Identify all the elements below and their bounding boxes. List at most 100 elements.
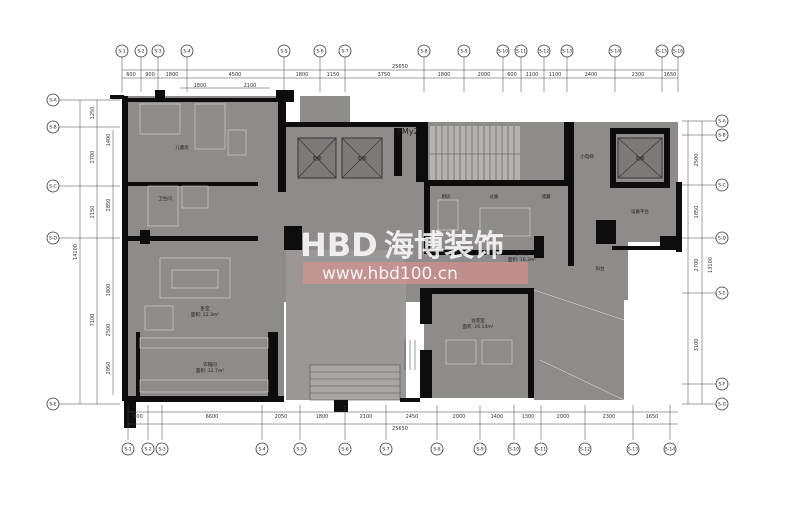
watermark-brand-latin: HBD xyxy=(300,226,378,264)
dim-label: 7100 xyxy=(90,314,96,327)
svg-text:S-B: S-B xyxy=(718,133,725,139)
dim-label: 1800 xyxy=(296,72,309,78)
axis-bubble: S-E xyxy=(715,286,729,300)
svg-text:S-13: S-13 xyxy=(628,447,638,453)
svg-text:S-7: S-7 xyxy=(382,447,389,453)
svg-text:S-F: S-F xyxy=(718,382,725,388)
svg-text:S-11: S-11 xyxy=(536,447,546,453)
room-label: 卧室 xyxy=(201,305,210,312)
svg-text:S-10: S-10 xyxy=(498,49,508,55)
svg-text:S-B: S-B xyxy=(49,125,56,131)
room-label: 面积: 16.3m² xyxy=(508,256,536,263)
svg-text:S-11: S-11 xyxy=(516,49,526,55)
axis-bubble: S-B xyxy=(46,120,60,134)
room-label: 卫生间 xyxy=(158,195,172,202)
dim-label: 2400 xyxy=(585,72,598,78)
elevator-shaft: 电梯 xyxy=(297,137,337,179)
bottom-axis-row: S-1 S-2 S-3 S-4 S-5 S-6 S-7 S-8 S-9 S-10… xyxy=(121,442,677,456)
dim-label: 2300 xyxy=(603,414,616,420)
left-dim-segments: 1250 2700 2150 7100 1400 2850 1800 2500 … xyxy=(90,107,112,375)
bottom-total-dim: 25650 xyxy=(392,426,408,432)
room-label: 衣帽间 xyxy=(203,361,217,368)
axis-bubble: S-7 xyxy=(338,44,352,58)
axis-bubble: S-2 xyxy=(134,44,148,58)
dim-label: 900 xyxy=(133,414,143,420)
room-label: 面积: 26.14m² xyxy=(462,323,493,330)
axis-bubble: S-1 xyxy=(115,44,129,58)
dim-label: 1800 xyxy=(316,414,329,420)
svg-text:S-D: S-D xyxy=(49,236,57,242)
svg-text:S-12: S-12 xyxy=(580,447,590,453)
svg-text:S-2: S-2 xyxy=(137,49,144,55)
svg-text:S-2: S-2 xyxy=(144,447,151,453)
dim-label: 2450 xyxy=(406,414,419,420)
dim-label: 900 xyxy=(145,72,155,78)
axis-bubble: S-13 xyxy=(626,442,640,456)
axis-bubble: S-B xyxy=(715,128,729,142)
axis-bubble: S-4 xyxy=(255,442,269,456)
watermark-url: www.hbd100.cn xyxy=(322,264,458,284)
svg-text:S-16: S-16 xyxy=(673,49,683,55)
dim-label: 600 xyxy=(126,72,136,78)
axis-bubble: S-C xyxy=(715,178,729,192)
axis-bubble: S-3 xyxy=(151,44,165,58)
left-total-dim: 14100 xyxy=(73,244,79,260)
right-dim-segments: 2500 1850 2700 3100 xyxy=(694,154,700,352)
dim-label: 1100 xyxy=(526,72,539,78)
svg-text:S-13: S-13 xyxy=(562,49,572,55)
svg-text:S-15: S-15 xyxy=(657,49,667,55)
axis-bubble: S-8 xyxy=(430,442,444,456)
svg-text:S-8: S-8 xyxy=(433,447,440,453)
dim-label: 1250 xyxy=(90,107,96,120)
axis-bubble: S-1 xyxy=(121,442,135,456)
axis-bubble: S-13 xyxy=(560,44,574,58)
dim-label: 1100 xyxy=(549,72,562,78)
axis-bubble: S-D xyxy=(46,231,60,245)
dim-label: 2300 xyxy=(632,72,645,78)
svg-text:S-A: S-A xyxy=(49,98,57,104)
axis-bubble: S-C xyxy=(46,179,60,193)
room-labels: 儿童房 卫生间 卧室 面积: 22.3m² 衣帽间 面积: 12.7m² 小书房… xyxy=(158,127,649,374)
right-total-dim: 13100 xyxy=(708,257,714,273)
left-axis-row: S-A S-B S-C S-D S-E xyxy=(46,93,60,411)
furniture-lines xyxy=(139,103,625,401)
balcony-floor xyxy=(534,290,624,400)
top-total-dim: 25650 xyxy=(392,64,408,70)
dim-label: 2050 xyxy=(275,414,288,420)
room-label: 面积: 22.3m² xyxy=(191,311,219,318)
svg-text:S-3: S-3 xyxy=(158,447,165,453)
axis-bubble: S-9 xyxy=(473,442,487,456)
elevator-shaft: 电梯 xyxy=(617,137,663,179)
top-dim-segments: 600 900 1800 4500 1800 1150 3750 1800 20… xyxy=(126,72,676,89)
room-label: 过廊 xyxy=(490,193,499,200)
room-label: 小电梯 xyxy=(580,153,594,160)
axis-bubble: S-10 xyxy=(507,442,521,456)
dim-label: 1800 xyxy=(194,83,207,89)
svg-text:电梯: 电梯 xyxy=(636,155,645,162)
axis-bubble: S-14 xyxy=(663,442,677,456)
pipe-label: FMy2 xyxy=(397,127,418,136)
walls xyxy=(110,90,682,428)
dim-label: 3750 xyxy=(378,72,391,78)
dim-label: 1400 xyxy=(491,414,504,420)
svg-text:S-1: S-1 xyxy=(118,49,125,55)
svg-text:S-6: S-6 xyxy=(316,49,323,55)
axis-bubble: S-6 xyxy=(313,44,327,58)
dim-label: 2000 xyxy=(453,414,466,420)
svg-text:S-4: S-4 xyxy=(258,447,265,453)
dim-label: 2500 xyxy=(106,324,112,337)
right-axis-row: S-A S-B S-C S-D S-E S-F S-G xyxy=(715,114,729,411)
svg-text:S-5: S-5 xyxy=(296,447,303,453)
svg-text:S-5: S-5 xyxy=(280,49,287,55)
room-label: 设备平台 xyxy=(631,208,649,215)
svg-text:S-D: S-D xyxy=(718,236,726,242)
room-label: 小书房 xyxy=(515,250,529,257)
axis-bubble: S-11 xyxy=(514,44,528,58)
room-label: 储藏 xyxy=(542,193,551,200)
axis-bubble: S-16 xyxy=(671,44,685,58)
axis-bubble: S-7 xyxy=(379,442,393,456)
axis-bubble: S-2 xyxy=(141,442,155,456)
axis-bubble: S-12 xyxy=(578,442,592,456)
dim-label: 1850 xyxy=(694,206,700,219)
